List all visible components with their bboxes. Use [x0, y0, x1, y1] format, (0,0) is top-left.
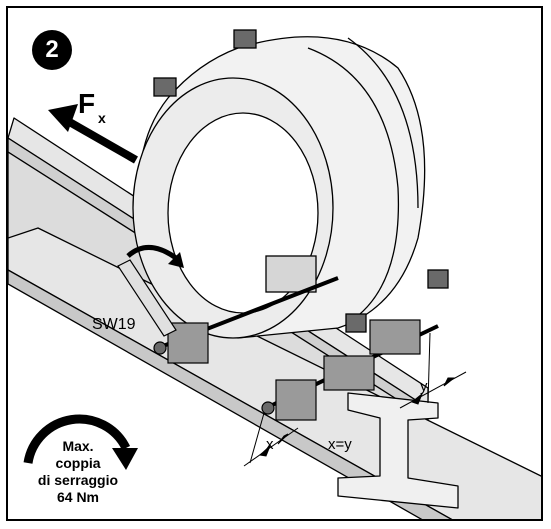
inner-tube	[265, 255, 317, 293]
wrench-handle	[117, 259, 177, 337]
force-label: F	[78, 88, 96, 119]
nut-2	[261, 401, 275, 415]
torque-note: Max. coppia di serraggio 64 Nm	[22, 438, 134, 506]
torque-line-3: di serraggio	[37, 472, 119, 488]
side-bolt-2	[345, 313, 367, 333]
top-bolt-1	[233, 29, 257, 49]
side-bolt-1	[427, 269, 449, 289]
beam-bottom-flange-face	[8, 269, 453, 519]
dimension-lines	[243, 332, 467, 467]
top-bolt-2	[153, 77, 177, 97]
illustration-frame: 2 F x SW19 x y x=y Max. coppia di serrag…	[6, 6, 543, 521]
nut-1	[153, 341, 167, 355]
dimension-x-label: x	[266, 436, 274, 453]
collar-seam-2	[347, 37, 419, 209]
dimension-y-label: y	[420, 378, 428, 395]
step-badge: 2	[32, 30, 72, 70]
torque-line-4: 64 Nm	[56, 489, 100, 505]
pipe-collar	[132, 29, 449, 339]
wrench-size-label: SW19	[92, 316, 136, 333]
torque-arrow-icon	[23, 414, 138, 470]
beam-end-section	[337, 392, 459, 509]
force-arrow-icon	[48, 104, 138, 164]
bracket-left-2	[275, 379, 317, 421]
assembly-drawing	[8, 29, 541, 519]
collar-seam	[307, 47, 400, 324]
torque-line-1: Max.	[62, 438, 94, 454]
clamp-hardware	[117, 259, 439, 421]
bracket-right-1	[369, 319, 421, 355]
force-subscript: x	[98, 110, 106, 126]
torque-line-2: coppia	[55, 455, 101, 471]
rotation-arrow-icon	[126, 245, 184, 268]
bracket-right-2	[323, 355, 375, 391]
dimension-equation-label: x=y	[328, 436, 352, 453]
